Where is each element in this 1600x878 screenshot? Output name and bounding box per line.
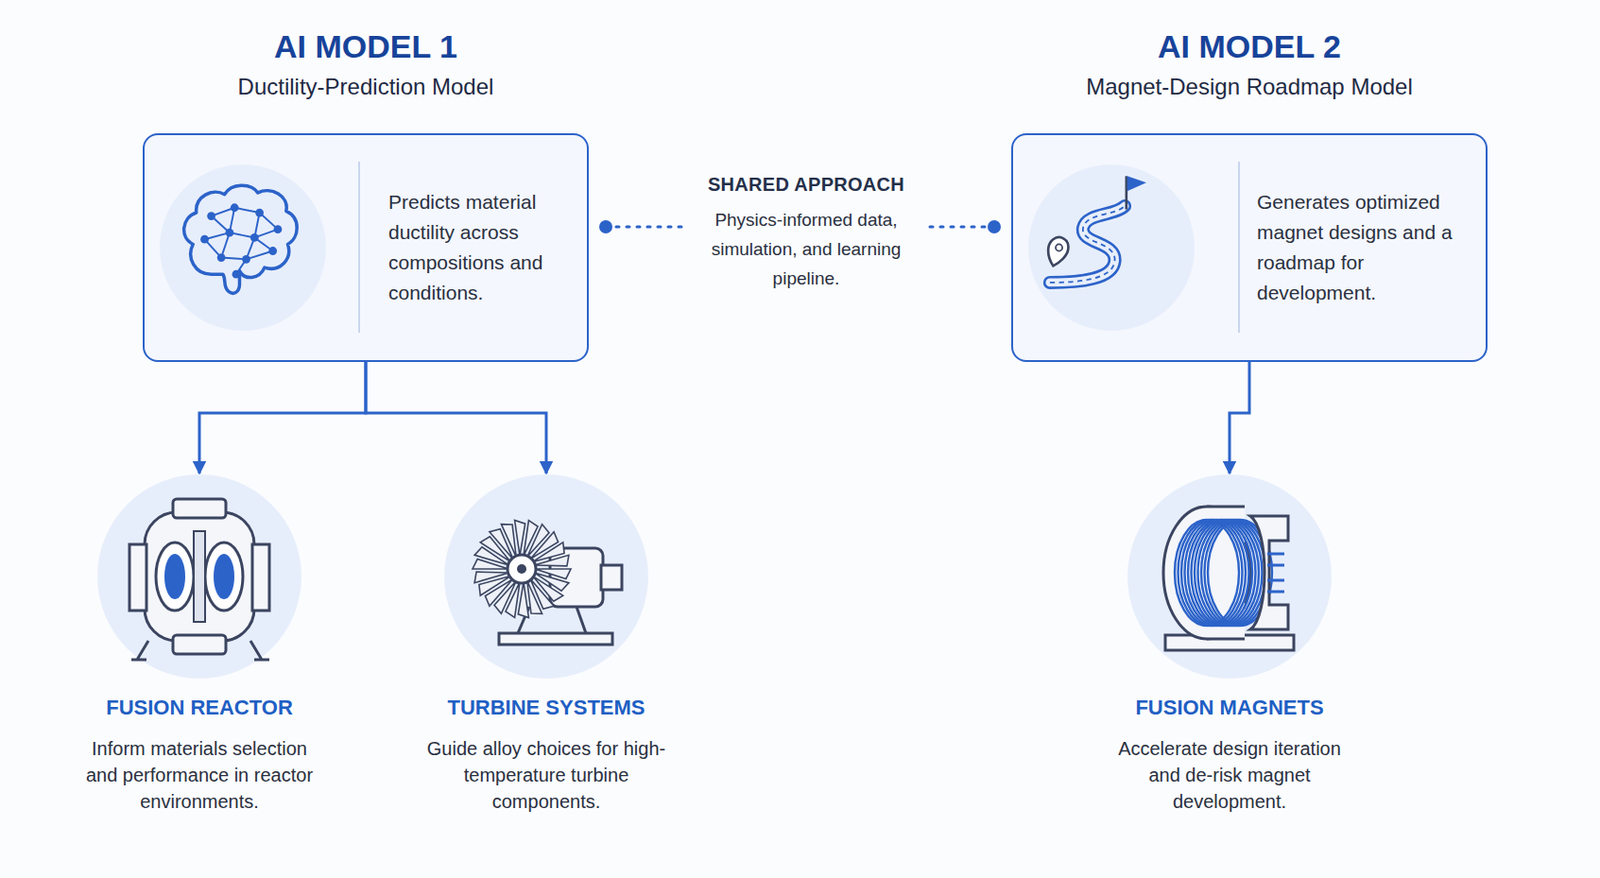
application-heading: FUSION MAGNETS bbox=[1106, 695, 1353, 721]
connector bbox=[199, 361, 366, 474]
model-description: Generates optimized magnet designs and a… bbox=[1256, 187, 1475, 309]
shared-description: Physics-informed data, simulation, and l… bbox=[688, 205, 925, 293]
model-card: Predicts material ductility across compo… bbox=[142, 133, 589, 362]
application-heading: TURBINE SYSTEMS bbox=[423, 695, 670, 721]
node-shared: SHARED APPROACH Physics-informed data, si… bbox=[688, 173, 925, 293]
application-icon bbox=[444, 474, 649, 679]
connector bbox=[1229, 361, 1250, 474]
node-circle: FUSION MAGNETS Accelerate design iteratio… bbox=[1106, 474, 1353, 815]
model-subtitle: Magnet-Design Roadmap Model bbox=[1011, 73, 1488, 101]
model-card: Generates optimized magnet designs and a… bbox=[1011, 133, 1488, 362]
model-icon bbox=[1028, 164, 1195, 331]
icon-circle bbox=[97, 474, 302, 679]
model-description: Predicts material ductility across compo… bbox=[388, 187, 578, 309]
divider bbox=[358, 161, 361, 333]
application-heading: FUSION REACTOR bbox=[76, 695, 323, 721]
model-title: AI MODEL 1 bbox=[142, 28, 589, 66]
icon-circle bbox=[159, 164, 327, 331]
node-model: AI MODEL 1 Ductility-Prediction ModelPred… bbox=[142, 28, 589, 362]
application-description: Guide alloy choices for high-temperature… bbox=[423, 735, 670, 815]
node-circle: FUSION REACTOR Inform materials selection… bbox=[76, 474, 323, 815]
application-icon bbox=[97, 474, 302, 679]
model-title: AI MODEL 2 bbox=[1011, 28, 1488, 66]
node-circle: TURBINE SYSTEMS Guide alloy choices for h… bbox=[423, 474, 670, 815]
connector bbox=[365, 361, 547, 474]
model-icon bbox=[159, 164, 327, 331]
model-subtitle: Ductility-Prediction Model bbox=[142, 73, 589, 101]
application-description: Accelerate design iteration and de-risk … bbox=[1106, 735, 1353, 815]
node-model: AI MODEL 2 Magnet-Design Roadmap ModelGen… bbox=[1011, 28, 1488, 362]
application-description: Inform materials selection and performan… bbox=[76, 735, 323, 815]
icon-circle bbox=[1127, 474, 1332, 679]
shared-heading: SHARED APPROACH bbox=[688, 173, 925, 196]
connector bbox=[599, 220, 683, 234]
application-icon bbox=[1127, 474, 1332, 679]
icon-circle bbox=[1028, 164, 1195, 331]
connector bbox=[929, 220, 1001, 234]
icon-circle bbox=[444, 474, 649, 679]
divider bbox=[1238, 161, 1240, 333]
